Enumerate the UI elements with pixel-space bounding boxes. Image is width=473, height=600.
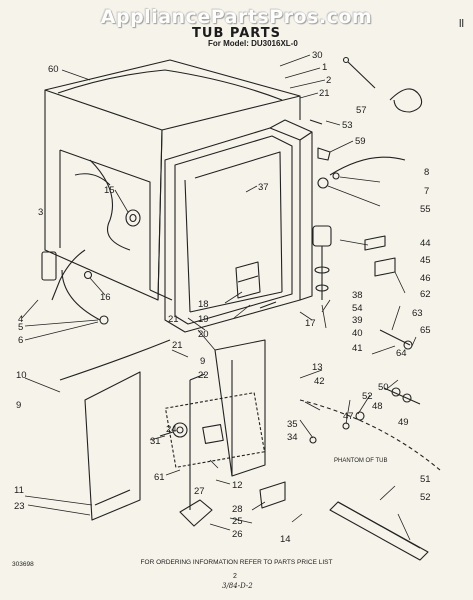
part-label-21a: 21 [319, 88, 330, 99]
part-label-9a: 9 [200, 356, 205, 367]
tub-body [44, 59, 301, 301]
diagram-title: TUB PARTS [192, 26, 281, 41]
watermark: AppliancePartsPros.com [100, 6, 373, 28]
part-label-6: 6 [18, 335, 23, 346]
part-label-34: 34 [287, 432, 298, 443]
part-label-22: 22 [198, 370, 209, 381]
part-label-65: 65 [420, 325, 431, 336]
part-label-47: 47 [343, 411, 354, 422]
leader-lines [21, 54, 417, 541]
part-label-61: 61 [154, 472, 165, 483]
part-label-51: 51 [420, 474, 431, 485]
part-label-55: 55 [420, 204, 431, 215]
part-label-15: 15 [104, 185, 115, 196]
part-label-14: 14 [280, 534, 291, 545]
part-label-60: 60 [48, 64, 59, 75]
part-label-1: 1 [322, 62, 327, 73]
part-label-40: 40 [352, 328, 363, 339]
part-label-57: 57 [356, 105, 367, 116]
part-label-17: 17 [305, 318, 316, 329]
part-label-27: 27 [194, 486, 205, 497]
document-code: 303698 [12, 561, 34, 568]
part-label-7: 7 [424, 186, 429, 197]
page-number: 2 [233, 573, 237, 580]
part-label-48: 48 [372, 401, 383, 412]
part-label-2: 2 [326, 75, 331, 86]
part-label-41: 41 [352, 343, 363, 354]
part-label-13: 13 [312, 362, 323, 373]
part-label-49: 49 [398, 417, 409, 428]
part-label-45: 45 [420, 255, 431, 266]
handwritten-note: 3/84-D-2 [222, 582, 253, 590]
part-label-23: 23 [14, 501, 25, 512]
part-label-19: 19 [198, 314, 209, 325]
right-parts [309, 56, 423, 405]
part-label-52b: 52 [420, 492, 431, 503]
part-label-11: 11 [14, 485, 24, 496]
part-label-62: 62 [420, 289, 431, 300]
part-label-10: 10 [16, 370, 27, 381]
part-label-54: 54 [352, 303, 363, 314]
part-label-5: 5 [18, 322, 23, 333]
part-label-52a: 52 [362, 391, 373, 402]
part-label-42: 42 [314, 376, 325, 387]
ordering-footer: FOR ORDERING INFORMATION REFER TO PARTS … [140, 559, 333, 566]
corner-mark: ll [459, 18, 464, 30]
part-label-46: 46 [420, 273, 431, 284]
part-label-21b: 21 [168, 314, 179, 325]
part-label-8: 8 [424, 167, 429, 178]
part-label-24: 24 [166, 424, 177, 435]
part-label-4: 4 [18, 314, 23, 325]
part-label-9b: 9 [16, 400, 21, 411]
part-label-63: 63 [412, 308, 423, 319]
part-label-20: 20 [198, 329, 209, 340]
part-label-59: 59 [355, 136, 366, 147]
part-label-50: 50 [378, 382, 389, 393]
part-label-37: 37 [258, 182, 269, 193]
part-label-3: 3 [38, 207, 43, 218]
lower-assembly [41, 249, 441, 561]
model-line: For Model: DU3016XL-0 [208, 39, 298, 48]
part-label-16: 16 [100, 292, 111, 303]
part-label-28: 28 [232, 504, 243, 515]
part-label-31: 31 [150, 436, 161, 447]
part-label-64: 64 [396, 348, 407, 359]
part-label-21c: 21 [172, 340, 183, 351]
tub-gasket-frame [164, 119, 313, 333]
part-label-12: 12 [232, 480, 243, 491]
part-label-35: 35 [287, 419, 298, 430]
phantom-of-tub-label: PHANTOM OF TUB [334, 458, 387, 464]
part-label-39: 39 [352, 315, 363, 326]
part-label-38: 38 [352, 290, 363, 301]
part-label-53: 53 [342, 120, 353, 131]
part-label-25: 25 [232, 516, 243, 527]
part-labels: 30 1 2 21 60 57 53 59 8 7 55 37 15 44 45… [14, 50, 431, 545]
part-label-18: 18 [198, 299, 209, 310]
part-label-30: 30 [312, 50, 323, 61]
part-label-26: 26 [232, 529, 243, 540]
part-label-44: 44 [420, 238, 431, 249]
